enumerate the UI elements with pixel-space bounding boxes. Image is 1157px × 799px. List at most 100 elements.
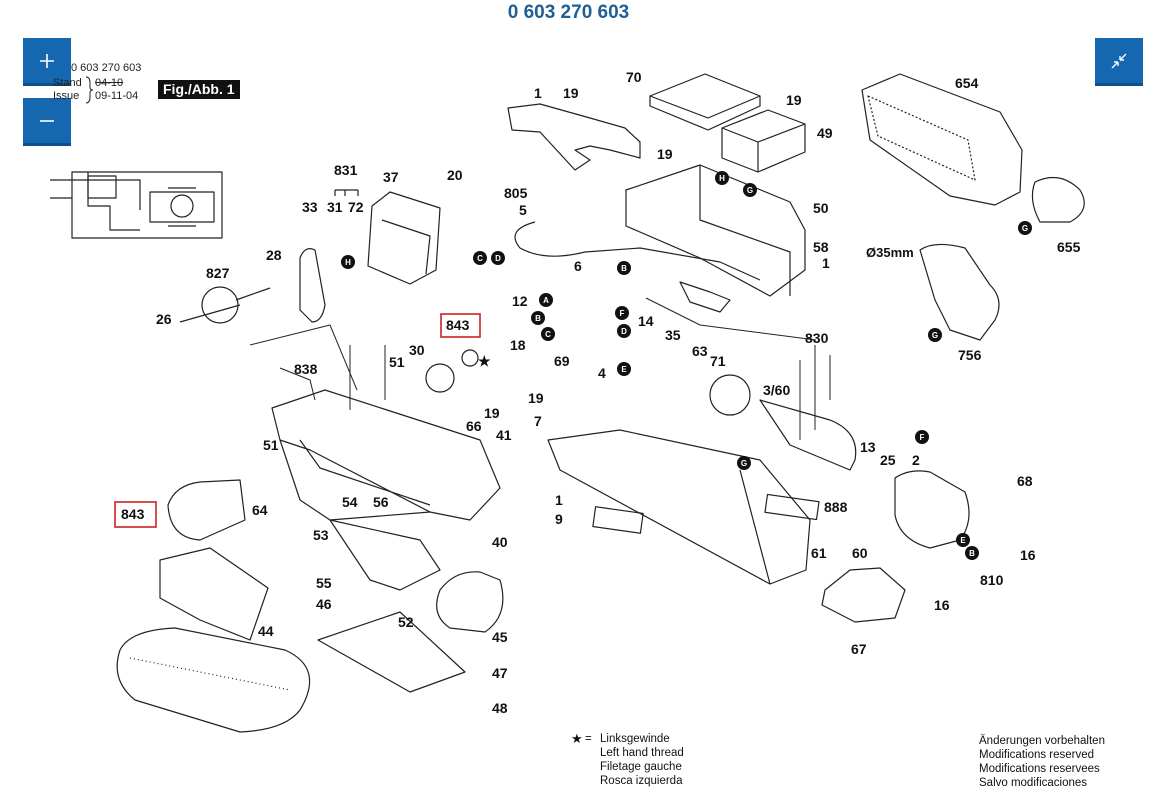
label-35: 35 — [665, 327, 681, 343]
label-28: 28 — [266, 247, 282, 263]
modifications-line-en: Modifications reserved — [979, 749, 1095, 761]
figure-label: Fig./Abb. 1 — [158, 80, 240, 99]
label-26: 26 — [156, 311, 172, 327]
frame-part-37 — [367, 191, 441, 285]
label-69: 69 — [554, 353, 570, 369]
label-45: 45 — [492, 629, 508, 645]
gear-827 — [201, 286, 239, 324]
label-654: 654 — [955, 75, 979, 91]
modifications-line-es: Salvo modificaciones — [979, 777, 1088, 789]
label-830: 830 — [805, 330, 829, 346]
marker-H: H — [345, 258, 351, 267]
zoom-in-button[interactable] — [23, 38, 71, 86]
plus-icon — [40, 53, 54, 68]
label-53: 53 — [313, 527, 329, 543]
label-20: 20 — [447, 167, 463, 183]
label-843-left: 843 — [121, 506, 145, 522]
modifications-line-fr: Modifications reservees — [979, 763, 1100, 775]
label-48: 48 — [492, 700, 508, 716]
label-64: 64 — [252, 502, 268, 518]
marker-B3: B — [969, 549, 975, 558]
label-2: 2 — [912, 452, 920, 468]
marker-B2: B — [535, 314, 541, 323]
highlight-box-843-top — [440, 313, 481, 338]
label-37: 37 — [383, 169, 399, 185]
gear-71 — [709, 374, 751, 416]
label-13: 13 — [860, 439, 876, 455]
marker-D2: D — [621, 327, 627, 336]
label-831: 831 — [334, 162, 358, 178]
marker-B: B — [621, 264, 627, 273]
bracket-831 — [334, 189, 359, 196]
label-30: 30 — [409, 342, 425, 358]
left-hand-thread-star: ★ — [478, 353, 491, 369]
sanding-belt — [116, 627, 311, 733]
label-47: 47 — [492, 665, 508, 681]
label-41: 41 — [496, 427, 512, 443]
label-72: 72 — [348, 199, 364, 215]
label-71: 71 — [710, 353, 726, 369]
marker-E: E — [621, 365, 627, 374]
label-19b: 19 — [786, 92, 802, 108]
label-14: 14 — [638, 313, 654, 329]
star-icon: ★ — [571, 731, 583, 746]
dust-box — [861, 73, 1023, 206]
stand-new-date: 09-11-04 — [95, 90, 139, 102]
label-9: 9 — [555, 511, 563, 527]
motor-housing — [547, 429, 811, 585]
reference-markers: C D H B A B C F D E H G G G G F E B — [341, 171, 1032, 560]
label-655: 655 — [1057, 239, 1081, 255]
armature-3-60 — [759, 399, 857, 471]
handle-part — [507, 103, 641, 171]
zoom-out-button[interactable] — [23, 98, 71, 146]
legend-modifications: Änderungen vorbehalten Modifications res… — [979, 734, 1105, 790]
label-diameter: Ø35mm — [866, 245, 914, 260]
legend-line-de: Linksgewinde — [600, 733, 670, 745]
label-66: 66 — [466, 418, 482, 434]
end-cover-67 — [821, 567, 906, 623]
field-winding-2 — [894, 470, 970, 549]
marker-C2: C — [545, 330, 551, 339]
marker-G4: G — [741, 459, 747, 468]
label-70: 70 — [626, 69, 642, 85]
exit-fullscreen-button[interactable] — [1095, 38, 1143, 86]
label-7: 7 — [534, 413, 542, 429]
label-44: 44 — [258, 623, 274, 639]
label-56: 56 — [373, 494, 389, 510]
label-16a: 16 — [1020, 547, 1036, 563]
label-51b: 51 — [263, 437, 279, 453]
legend-line-en: Left hand thread — [600, 747, 684, 759]
label-756: 756 — [958, 347, 982, 363]
label-46: 46 — [316, 596, 332, 612]
legend-line-fr: Filetage gauche — [600, 761, 682, 773]
label-67: 67 — [851, 641, 867, 657]
marker-E2: E — [960, 536, 966, 545]
label-52: 52 — [398, 614, 414, 630]
label-60: 60 — [852, 545, 868, 561]
stand-label: Stand — [53, 77, 82, 89]
switch-housing — [625, 164, 806, 297]
highlight-box-843-left — [114, 501, 157, 528]
label-3-60: 3/60 — [763, 382, 790, 398]
label-19d: 19 — [528, 390, 544, 406]
front-roller-843 — [167, 479, 246, 541]
minus-icon — [40, 119, 54, 122]
document-title: 0 603 270 603 — [507, 2, 630, 23]
label-49: 49 — [817, 125, 833, 141]
label-6: 6 — [574, 258, 582, 274]
label-12: 12 — [512, 293, 528, 309]
wiring-schematic — [50, 171, 223, 239]
label-63: 63 — [692, 343, 708, 359]
legend-line-es: Rosca izquierda — [600, 775, 683, 787]
label-61: 61 — [811, 545, 827, 561]
roller-30 — [425, 363, 455, 393]
stand-old-date: 04-10 — [95, 77, 124, 89]
label-58: 58 — [813, 239, 829, 255]
marker-C: C — [477, 254, 483, 263]
label-1b: 1 — [822, 255, 830, 271]
marker-D: D — [495, 254, 501, 263]
label-4: 4 — [598, 365, 606, 381]
label-68: 68 — [1017, 473, 1033, 489]
label-19c: 19 — [657, 146, 673, 162]
label-25: 25 — [880, 452, 896, 468]
